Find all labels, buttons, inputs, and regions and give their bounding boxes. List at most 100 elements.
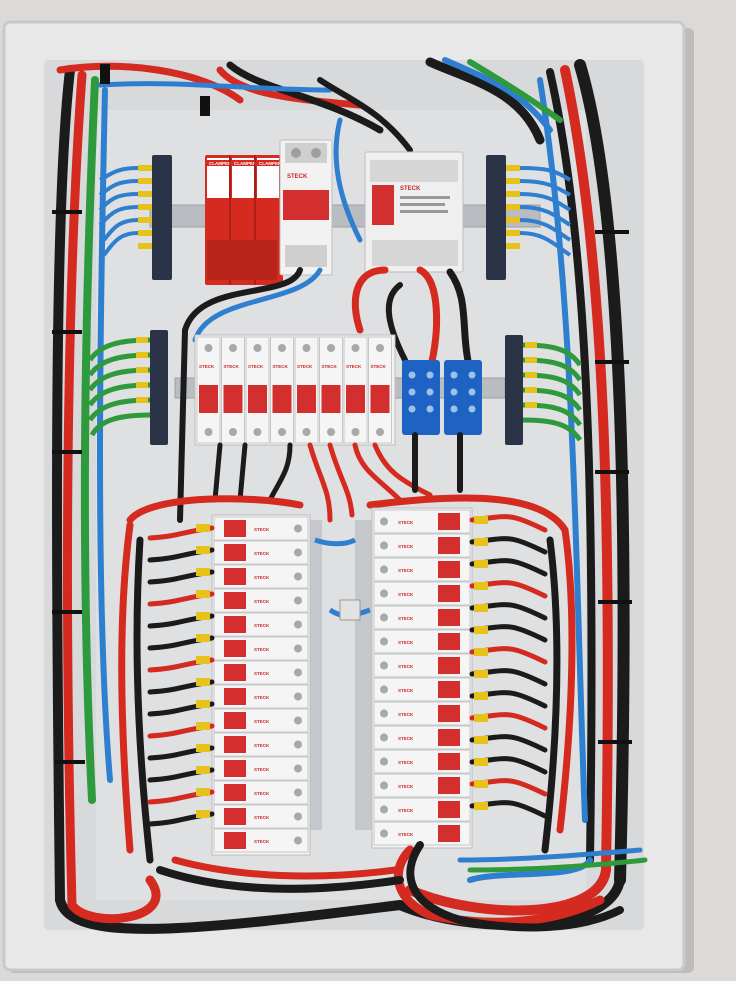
terminal-screw xyxy=(380,781,388,790)
breaker-brand: STECK xyxy=(248,364,264,369)
breaker-brand: STECK xyxy=(254,719,270,724)
wire-ferrule xyxy=(196,524,210,532)
breaker-toggle xyxy=(438,537,460,554)
breaker-toggle xyxy=(248,385,267,413)
breaker-brand: STECK xyxy=(254,647,270,652)
terminal-screw xyxy=(351,428,360,436)
breaker-brand: STECK xyxy=(398,688,414,693)
wire-ferrule xyxy=(196,590,210,598)
wire-bundle-bottom xyxy=(156,841,648,932)
wire-ferrule xyxy=(474,582,488,590)
terminal-screw xyxy=(294,620,302,629)
terminal-screw xyxy=(294,692,302,701)
breaker-brand: STECK xyxy=(254,839,270,844)
wire-ferrule xyxy=(474,516,488,524)
breaker-toggle xyxy=(224,736,246,753)
terminal-screw xyxy=(380,589,388,598)
breaker-toggle xyxy=(224,664,246,681)
breaker-brand: STECK xyxy=(398,760,414,765)
breaker-toggle xyxy=(224,616,246,633)
terminal-screw xyxy=(294,644,302,653)
breaker-toggle xyxy=(438,561,460,578)
wire-ferrule xyxy=(474,604,488,612)
surge-protectors: CLAMPER CLAMPER CLAMPER xyxy=(205,155,283,285)
terminal-screw xyxy=(380,565,388,574)
wire-ferrule xyxy=(196,678,210,686)
breaker-brand: STECK xyxy=(398,664,414,669)
terminal-screw xyxy=(294,548,302,557)
breaker-toggle xyxy=(224,592,246,609)
terminal-screw xyxy=(204,344,213,352)
terminal-screw xyxy=(380,517,388,526)
terminal-screw xyxy=(294,524,302,533)
breaker-brand: STECK xyxy=(273,364,289,369)
breaker-brand: STECK xyxy=(398,640,414,645)
terminal-screw xyxy=(294,596,302,605)
breaker-toggle xyxy=(321,385,341,413)
breaker-brand: STECK xyxy=(224,364,240,369)
terminal-screw xyxy=(229,428,237,436)
breaker-toggle xyxy=(438,705,460,722)
wire-ferrule xyxy=(474,670,488,678)
breaker-brand: STECK xyxy=(254,767,270,772)
breaker-toggle xyxy=(438,513,460,530)
breaker-brand: STECK xyxy=(398,592,414,597)
breaker-brand: STECK xyxy=(398,712,414,717)
wire-ferrule xyxy=(474,626,488,634)
breaker-toggle xyxy=(224,760,246,777)
breaker-toggle xyxy=(224,784,246,801)
breaker-toggle xyxy=(224,688,246,705)
wire-bundle-top xyxy=(56,61,413,243)
wire-ferrule xyxy=(196,722,210,730)
breaker-toggle xyxy=(438,657,460,674)
terminal-screw xyxy=(380,661,388,670)
breaker-toggle xyxy=(438,633,460,650)
terminal-screw xyxy=(229,344,237,352)
terminal-screw xyxy=(294,716,302,725)
breaker-toggle xyxy=(438,753,460,770)
residual-current-device: STECK xyxy=(364,151,464,273)
wires-middle-to-lower xyxy=(118,432,576,864)
breaker-column-right: STECK STECK STECK STECK STECK STECK STECK STECK… xyxy=(371,507,473,849)
breaker-toggle xyxy=(224,640,246,657)
terminal-block-top-right xyxy=(486,155,572,280)
terminal-screw xyxy=(302,428,311,436)
terminal-screw xyxy=(380,613,388,622)
terminal-screw xyxy=(294,572,302,581)
terminal-screw xyxy=(380,709,388,718)
breaker-brand: STECK xyxy=(398,568,414,573)
wire-ferrule xyxy=(196,744,210,752)
spd-label-2: CLAMPER xyxy=(234,161,257,166)
center-jumpers xyxy=(314,537,371,621)
breaker-brand: STECK xyxy=(371,364,387,369)
breaker-brand: STECK xyxy=(297,364,313,369)
terminal-screw xyxy=(302,344,311,352)
terminal-screw xyxy=(327,428,335,436)
breaker-brand: STECK xyxy=(398,832,414,837)
breaker-toggle xyxy=(438,681,460,698)
breaker-brand: STECK xyxy=(254,527,270,532)
wire-ferrule xyxy=(196,612,210,620)
rcd-brand: STECK xyxy=(400,186,421,192)
breaker-brand: STECK xyxy=(254,815,270,820)
wires-top-to-middle xyxy=(177,266,474,523)
breaker-brand: STECK xyxy=(398,784,414,789)
breaker-toggle xyxy=(438,609,460,626)
terminal-screw xyxy=(294,668,302,677)
breaker-toggle xyxy=(438,801,460,818)
wire-ferrule xyxy=(196,656,210,664)
main-breaker-brand: STECK xyxy=(287,174,308,180)
breaker-brand: STECK xyxy=(398,736,414,741)
breaker-brand: STECK xyxy=(254,599,270,604)
terminal-screw xyxy=(380,805,388,814)
wire-ferrule xyxy=(196,700,210,708)
terminal-screw xyxy=(294,788,302,797)
terminal-screw xyxy=(278,344,286,352)
terminal-screw xyxy=(380,733,388,742)
breaker-brand: STECK xyxy=(199,364,215,369)
breaker-toggle xyxy=(199,385,218,413)
wire-ferrule xyxy=(196,810,210,818)
breaker-toggle xyxy=(224,544,246,561)
